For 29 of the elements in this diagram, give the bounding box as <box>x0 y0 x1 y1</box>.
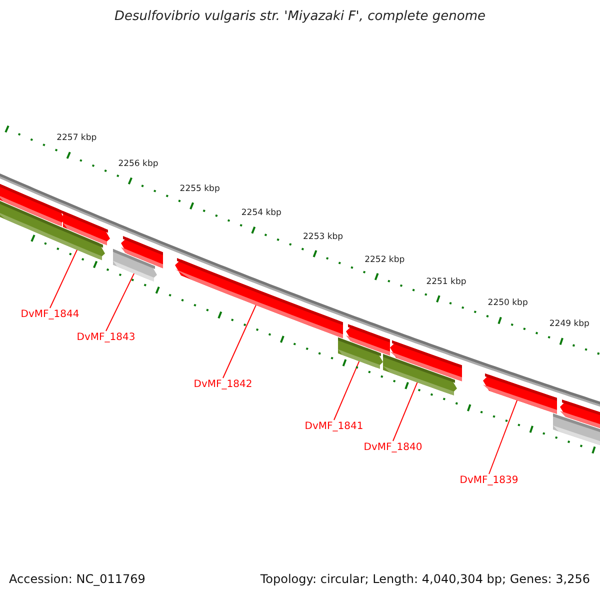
gene-feature <box>0 198 105 260</box>
genome-summary: Topology: circular; Length: 4,040,304 bp; Genes: 3,256 <box>260 572 590 586</box>
tick-label: 2256 kbp <box>118 158 158 169</box>
leader-line <box>334 360 360 420</box>
leader-line <box>488 400 518 474</box>
gene-label: DvMF_1842 <box>194 379 252 390</box>
tick-label: 2255 kbp <box>180 184 220 194</box>
gene-feature <box>113 248 157 282</box>
accession-text: Accession: NC_011769 <box>9 572 146 586</box>
tick-label: 2257 kbp <box>56 133 97 144</box>
title: Desulfovibrio vulgaris str. 'Miyazaki F', complete genome <box>113 9 487 24</box>
tick-label: 2254 kbp <box>241 208 282 218</box>
tick-label: 2249 kbp <box>549 319 590 330</box>
tick-label: 2252 kbp <box>364 254 405 265</box>
leader-line <box>222 304 257 378</box>
gene-feature <box>483 373 557 414</box>
gene-feature <box>338 337 383 369</box>
tick-label: 2253 kbp <box>303 232 344 242</box>
gene-label: DvMF_1839 <box>460 475 518 486</box>
tick-label: 2251 kbp <box>426 276 466 287</box>
gene-label: DvMF_1841 <box>304 421 364 432</box>
gene-feature <box>175 258 343 338</box>
gene-feature <box>383 354 457 396</box>
gene-label: DvMF_1840 <box>364 442 422 453</box>
gene-label: DvMF_1844 <box>20 309 80 320</box>
gene-label: DvMF_1843 <box>76 332 136 343</box>
leader-line <box>106 272 135 332</box>
tick-label: 2250 kbp <box>488 298 528 308</box>
leader-line <box>392 382 418 442</box>
